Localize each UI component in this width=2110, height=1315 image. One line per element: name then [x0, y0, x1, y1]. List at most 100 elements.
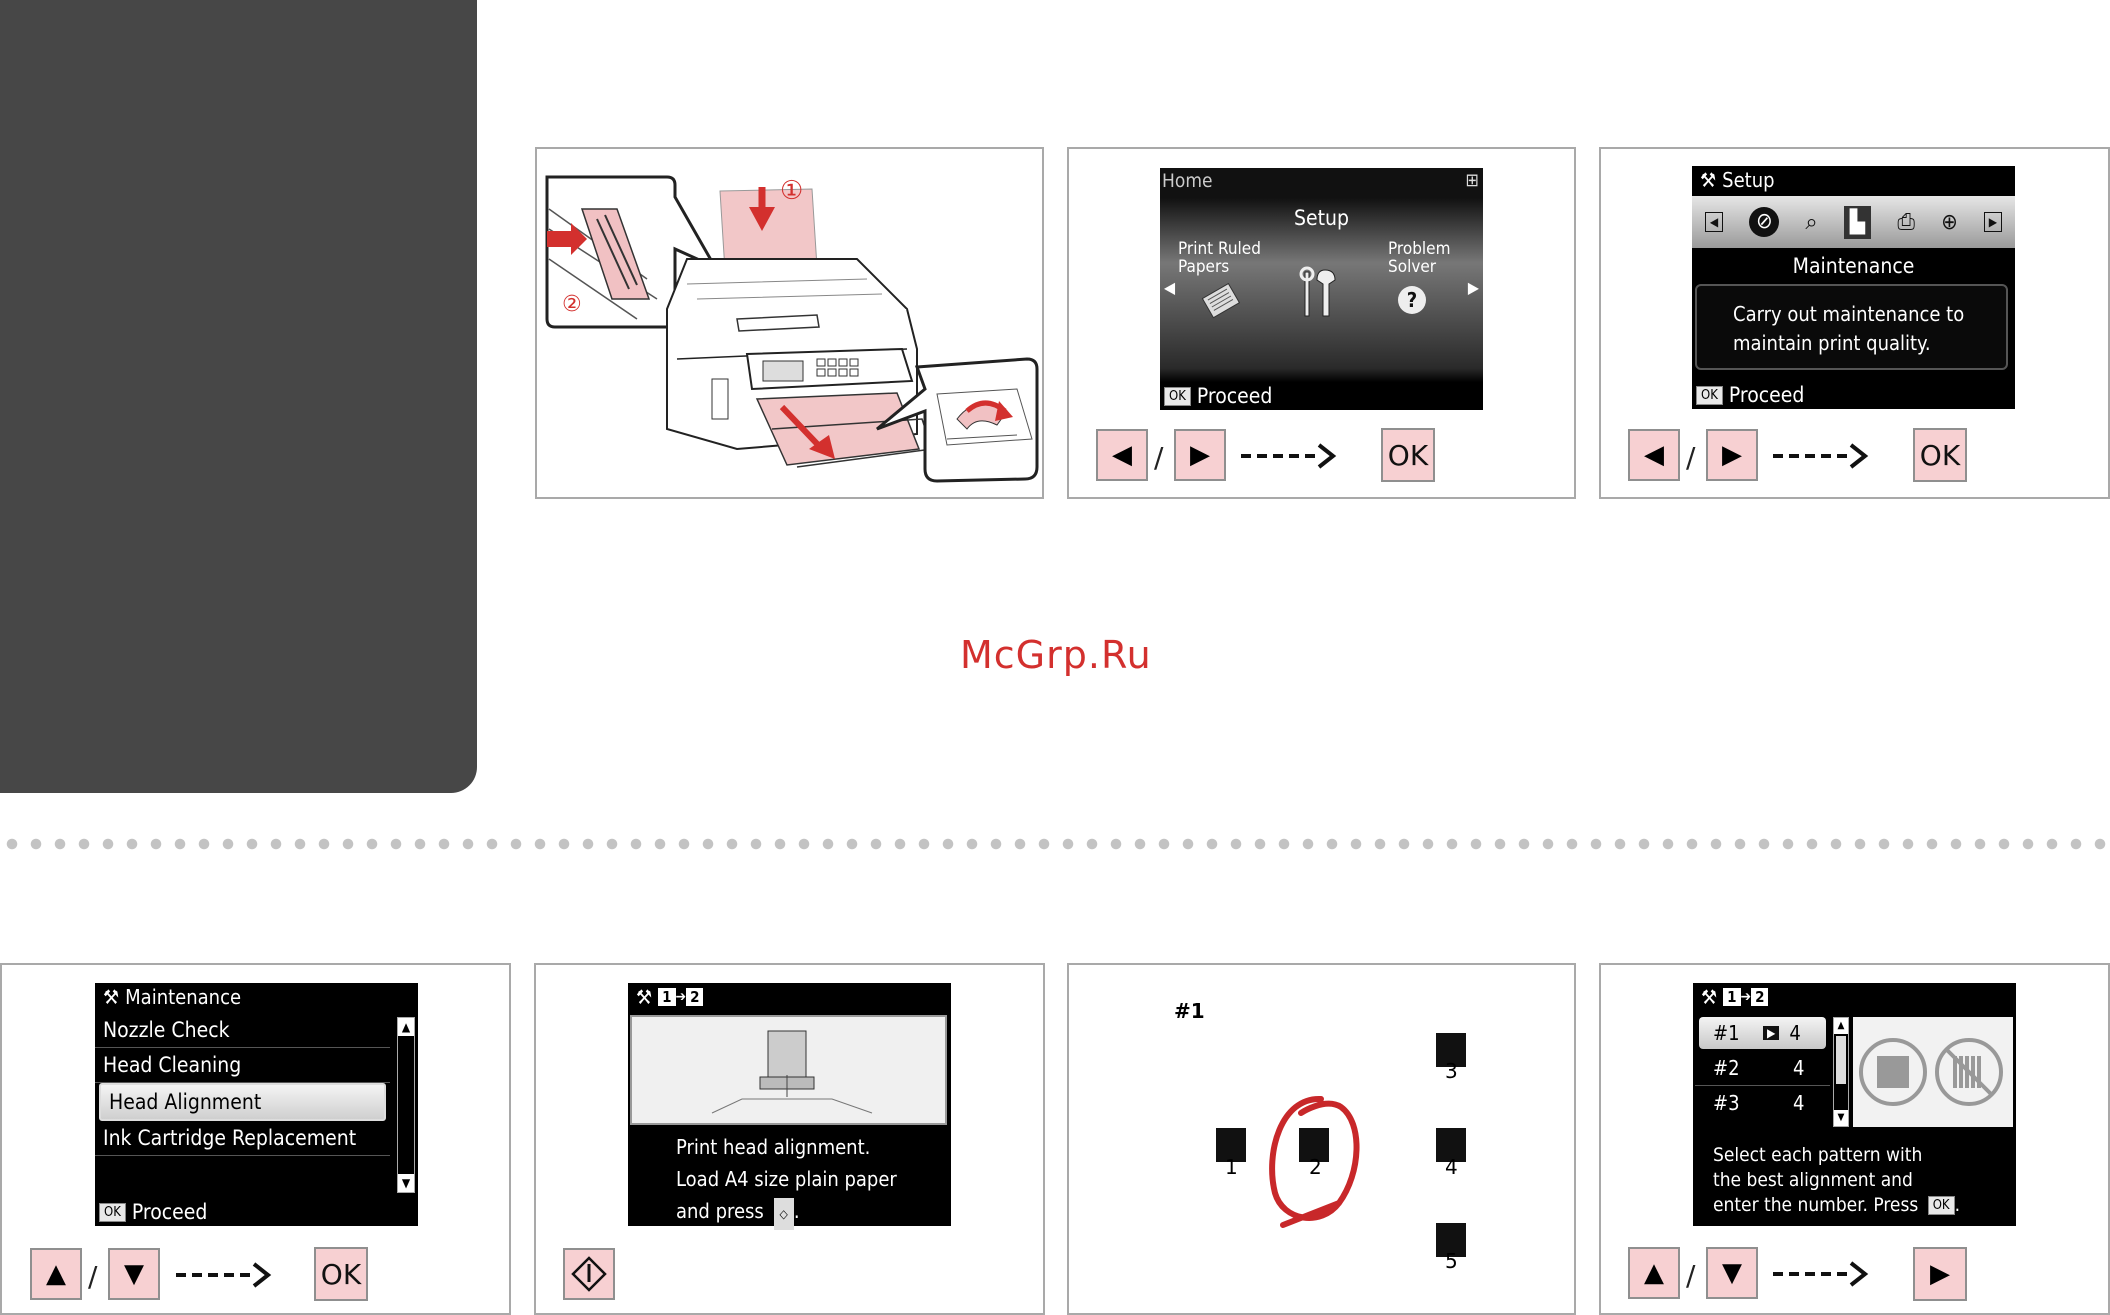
paper-load-icon	[711, 1030, 873, 1114]
lcd-title: Setup	[1293, 206, 1349, 230]
message-line-1: Select each pattern with	[1713, 1144, 1923, 1166]
lcd-footer: OK Proceed	[1692, 381, 2015, 409]
ok-chip-icon: OK	[99, 1202, 126, 1222]
step-from-badge: 1	[1723, 988, 1741, 1006]
setup-description-text: Carry out maintenance to maintain print …	[1733, 302, 1965, 355]
pattern-row[interactable]: #2 4	[1695, 1051, 1830, 1086]
pattern-number: 4	[1445, 1155, 1458, 1179]
slash-separator: /	[1686, 1259, 1696, 1292]
play-icon: ▶	[1763, 1026, 1780, 1040]
pattern-number: 2	[1309, 1155, 1322, 1179]
pattern-block	[1436, 1223, 1466, 1257]
scroll-down-icon: ▼	[1834, 1110, 1848, 1126]
pattern-label: #1	[1174, 999, 1205, 1023]
right-button[interactable]: ▶	[1913, 1247, 1967, 1301]
pattern-block	[1299, 1128, 1329, 1162]
pattern-id: #2	[1713, 1056, 1740, 1080]
message-end: .	[1954, 1194, 1961, 1216]
dashed-arrow-icon	[176, 1262, 272, 1288]
maintenance-icon: ▙	[1843, 205, 1872, 239]
right-arrow-icon: ▶	[1983, 212, 2002, 232]
menu-item-selected[interactable]: Head Alignment	[99, 1083, 386, 1121]
lcd-header: ⚒ Maintenance	[95, 983, 418, 1011]
right-button[interactable]: ▶	[1706, 429, 1758, 481]
right-triangle-icon: ▶	[1722, 440, 1742, 470]
tools-icon: ⚒	[103, 985, 120, 1009]
step-to-badge: 2	[1751, 988, 1769, 1006]
lcd-select-screen: ⚒ 1 ➔ 2 #1 ▶ 4 #2 4 #3 4 ▲ ▼	[1693, 983, 2016, 1226]
slash-separator: /	[1154, 441, 1164, 474]
slash-separator: /	[1686, 441, 1696, 474]
footer-label: Proceed	[1196, 384, 1273, 408]
tools-icon: ⚒	[1700, 168, 1717, 192]
pattern-id: #1	[1713, 1021, 1740, 1045]
menu-item[interactable]: Nozzle Check	[95, 1013, 390, 1048]
pattern-number: 3	[1445, 1059, 1458, 1083]
left-button[interactable]: ◀	[1628, 429, 1680, 481]
lcd-header: ⚒ 1 ➔ 2	[628, 983, 951, 1011]
dashed-arrow-icon	[1241, 443, 1337, 469]
lcd-header: Home	[1162, 170, 1213, 192]
svg-text:②: ②	[562, 292, 582, 317]
right-arrow-icon: ▶	[1467, 278, 1479, 297]
right-button[interactable]: ▶	[1174, 429, 1226, 481]
message-line-1: Print head alignment.	[676, 1135, 871, 1159]
left-arrow-icon: ◀	[1164, 278, 1176, 297]
lcd-header-label: Setup	[1722, 168, 1775, 192]
ok-chip-icon: OK	[1696, 385, 1723, 405]
tools-icon: ⚒	[636, 985, 653, 1009]
ok-button[interactable]: OK	[1913, 428, 1967, 482]
selection-circle-icon	[1269, 1095, 1360, 1228]
scrollbar[interactable]: ▲ ▼	[1833, 1017, 1849, 1127]
ok-chip-icon: OK	[1164, 386, 1191, 406]
message-line-3: enter the number. Press	[1713, 1194, 1919, 1216]
lcd-message: Select each pattern with the best alignm…	[1713, 1143, 1960, 1218]
pattern-row[interactable]: #3 4	[1695, 1086, 1830, 1120]
lcd-footer: OK Proceed	[1160, 382, 1483, 410]
pattern-value: 4	[1789, 1021, 1801, 1045]
lcd-print-screen: ⚒ 1 ➔ 2 Print head alignment. Load A4 si…	[628, 983, 951, 1230]
up-button[interactable]: ▲	[1628, 1247, 1680, 1299]
up-triangle-icon: ▲	[46, 1259, 66, 1289]
step-from-badge: 1	[658, 988, 676, 1006]
lcd-left-label: Print Ruled Papers	[1178, 239, 1261, 277]
down-button[interactable]: ▼	[108, 1248, 160, 1300]
left-triangle-icon: ◀	[1644, 440, 1664, 470]
panel-maintenance: ⚒ Maintenance Nozzle Check Head Cleaning…	[0, 963, 511, 1315]
pattern-compare-icon	[1859, 1038, 2003, 1106]
pattern-row-selected[interactable]: #1 ▶ 4	[1699, 1017, 1826, 1049]
right-triangle-icon: ▶	[1930, 1259, 1950, 1289]
message-line-3: and press	[676, 1199, 764, 1223]
lcd-header: ⚒ Setup	[1692, 166, 2015, 194]
step-to-badge: 2	[686, 988, 704, 1006]
watermark: McGrp.Ru	[960, 633, 1152, 677]
ok-button[interactable]: OK	[1381, 428, 1435, 482]
setup-item-label: Maintenance	[1792, 254, 1915, 278]
ok-button[interactable]: OK	[314, 1247, 368, 1301]
illustration-area	[630, 1015, 947, 1125]
dashed-arrow-icon	[1773, 443, 1869, 469]
footer-label: Proceed	[131, 1200, 208, 1224]
footer-label: Proceed	[1728, 383, 1805, 407]
start-button[interactable]	[563, 1248, 615, 1300]
ruled-paper-icon	[1201, 282, 1241, 319]
scroll-down-icon: ▼	[398, 1174, 414, 1192]
up-button[interactable]: ▲	[30, 1248, 82, 1300]
pattern-value: 4	[1793, 1091, 1805, 1115]
menu-item[interactable]: Ink Cartridge Replacement	[95, 1121, 390, 1156]
panel-pattern: #1 1 2 3 4 5	[1067, 963, 1576, 1315]
message-line-2: the best alignment and	[1713, 1169, 1913, 1191]
scrollbar[interactable]: ▲ ▼	[397, 1017, 415, 1193]
message-line-2: Load A4 size plain paper	[676, 1167, 897, 1191]
lcd-setup-screen: ⚒ Setup ◀ ⊘ ⌕ ▙ ⎙ ⊕ ▶ Maintenance Carry …	[1692, 166, 2015, 409]
down-button[interactable]: ▼	[1706, 1247, 1758, 1299]
panel-load-paper: ② ①	[535, 147, 1044, 499]
menu-item[interactable]: Head Cleaning	[95, 1048, 390, 1083]
pattern-number: 5	[1445, 1249, 1458, 1273]
left-button[interactable]: ◀	[1096, 429, 1148, 481]
scroll-up-icon: ▲	[1834, 1018, 1848, 1034]
question-icon: ?	[1398, 286, 1426, 314]
pattern-number: 1	[1225, 1155, 1238, 1179]
tools-icon: ⚒	[1701, 985, 1718, 1009]
lcd-message: Print head alignment. Load A4 size plain…	[676, 1131, 897, 1230]
